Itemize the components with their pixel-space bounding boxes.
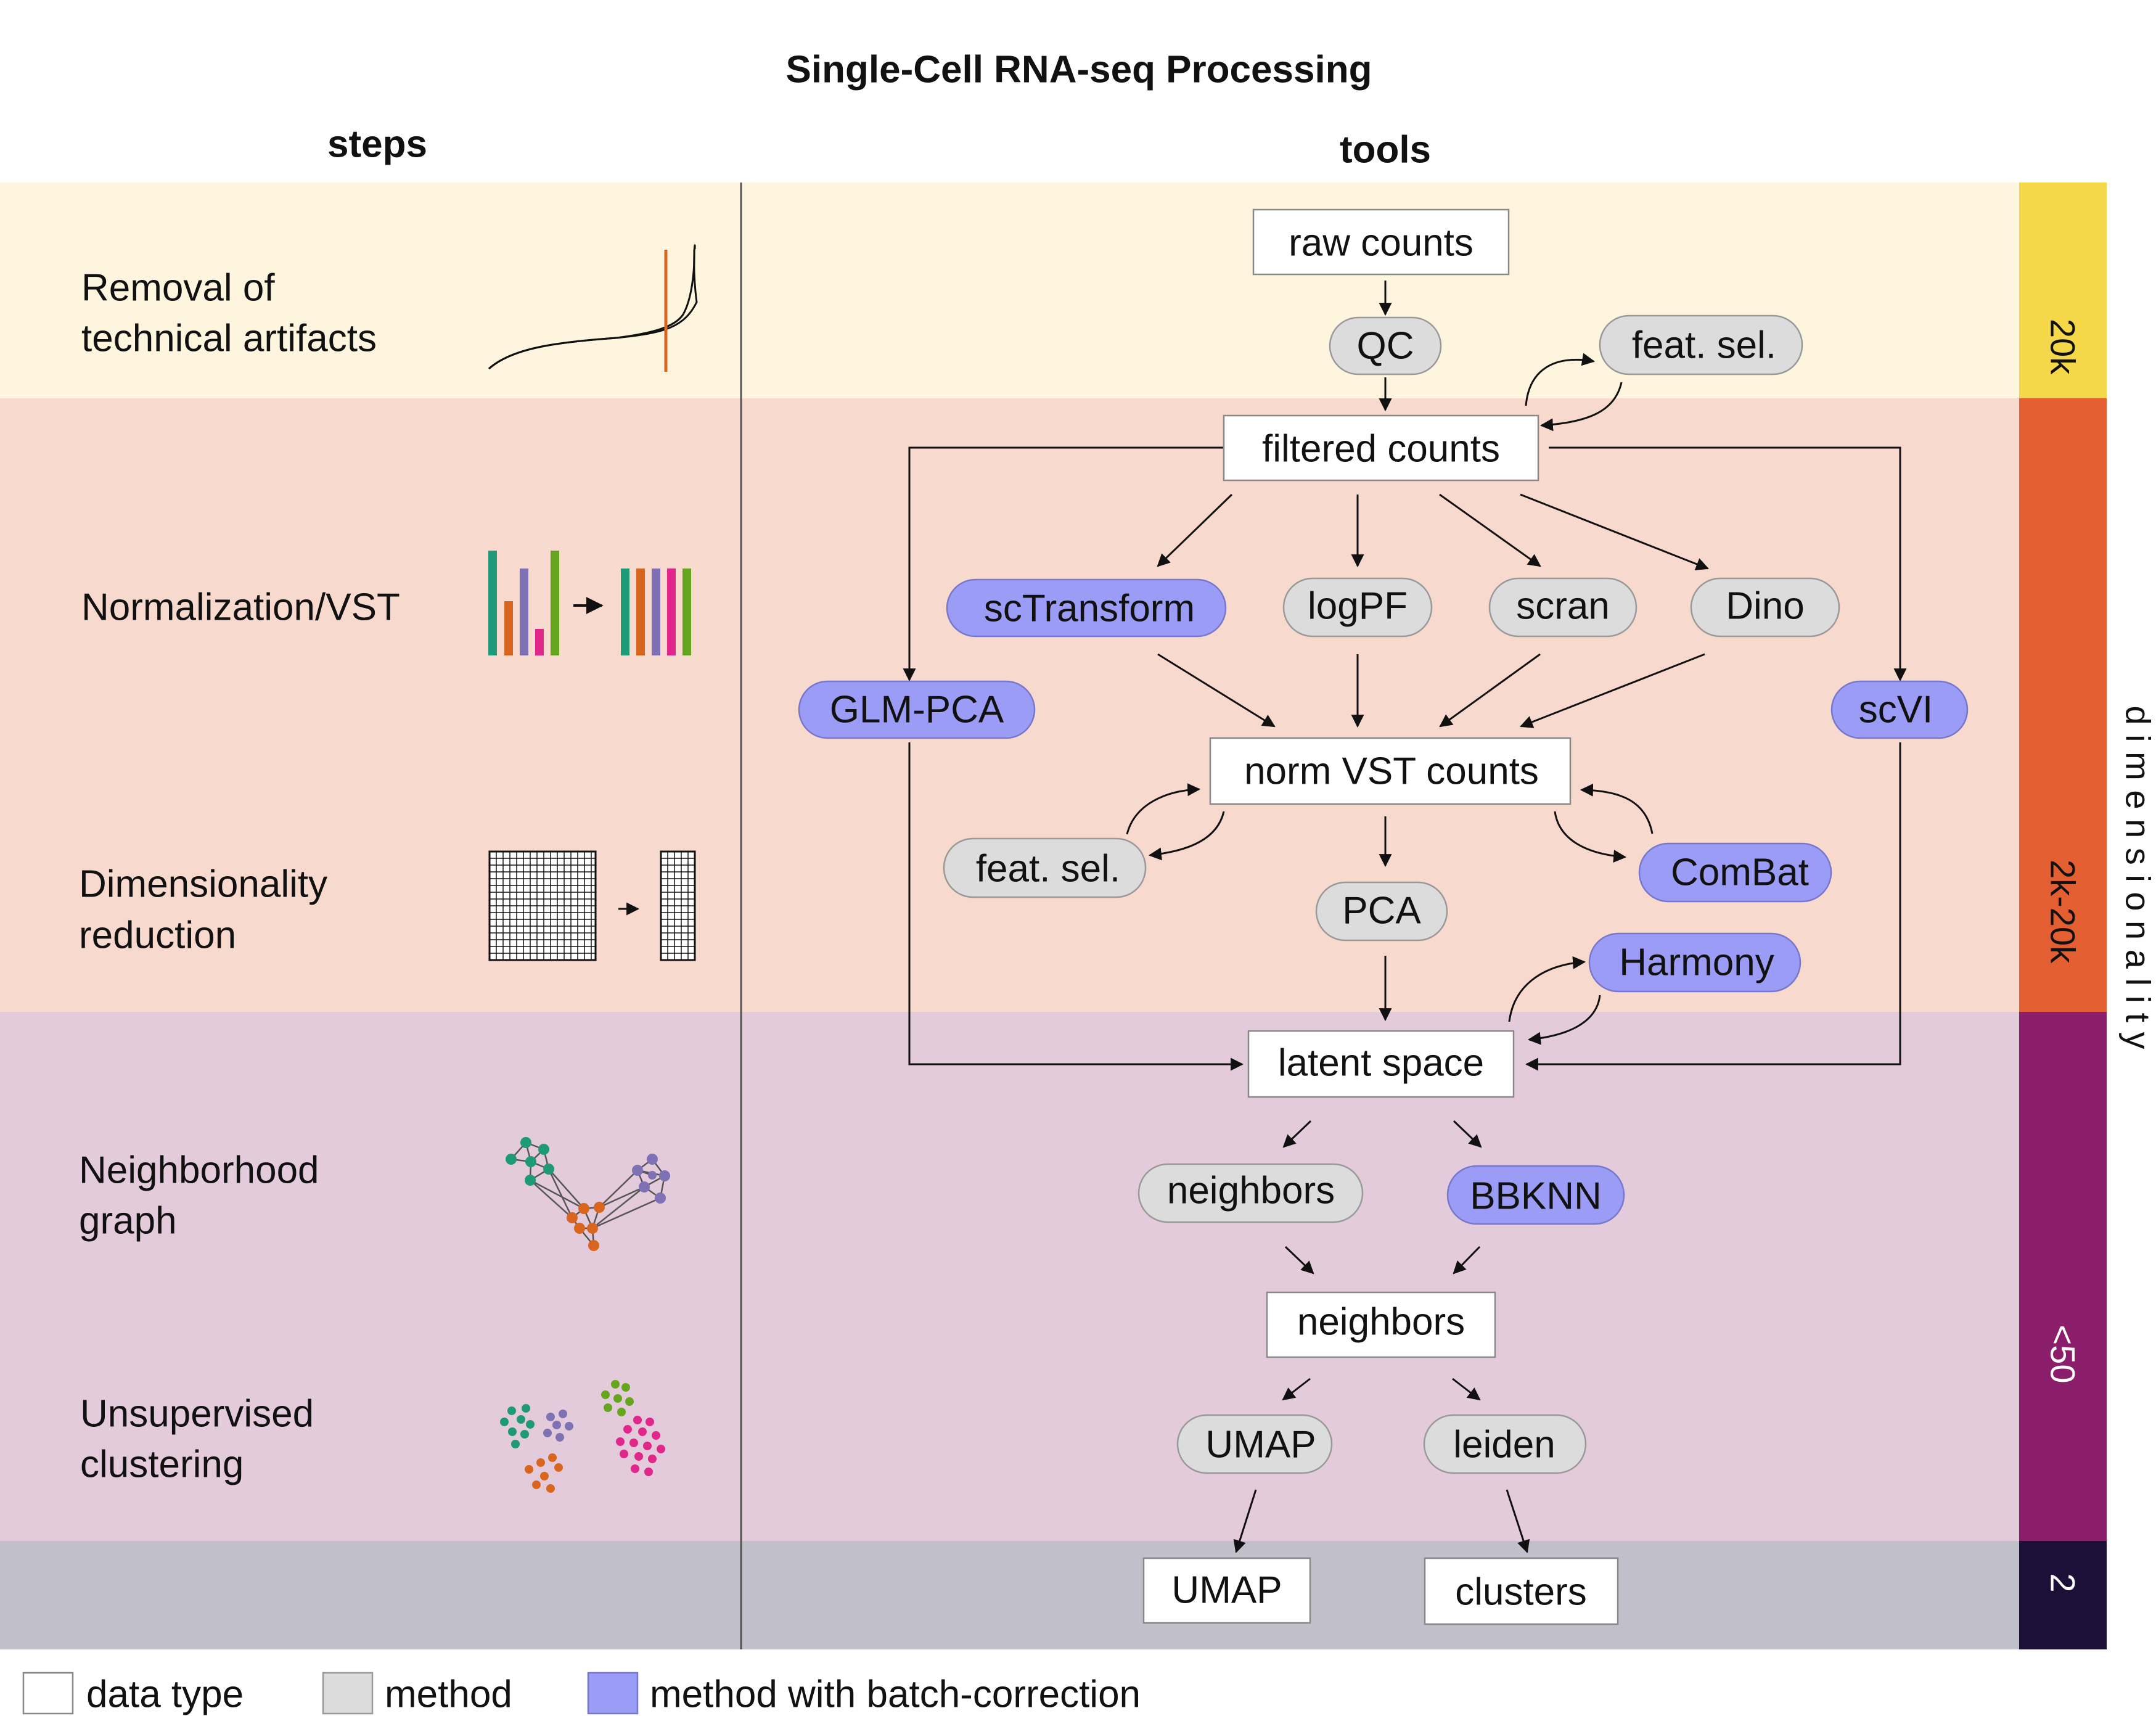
qc-curve-icon [488,244,698,372]
node-combat: ComBat [1638,842,1832,903]
node-filtered-counts-label: filtered counts [1262,428,1500,470]
band-lt50 [0,1012,2019,1541]
steps-header: steps [327,123,427,166]
dim-bar-2k-20k [2019,398,2107,1012]
band-2 [0,1541,2019,1649]
node-feat-sel-2-label: feat. sel. [976,848,1120,890]
dimred-grid-icon [488,850,696,961]
tools-header: tools [1340,129,1431,171]
dim-label-2k-20k: 2k-20k [2044,860,2083,964]
node-filtered-counts: filtered counts [1223,414,1539,482]
node-clusters: clusters [1424,1557,1619,1625]
node-harmony: Harmony [1588,932,1801,993]
neighborhood-graph-icon [506,1137,670,1251]
node-pca-label: PCA [1342,890,1421,932]
node-bbknn-label: BBKNN [1470,1175,1602,1218]
node-logpf: logPF [1282,577,1433,638]
dim-bar-lt50 [2019,1012,2107,1541]
legend-swatch-batch [587,1672,639,1715]
node-pca: PCA [1315,881,1448,942]
step-dimred-line1: Dimensionality [79,863,327,906]
node-neighbors-method: neighbors [1137,1163,1364,1223]
node-neighbors-method-label: neighbors [1167,1170,1335,1212]
node-leiden: leiden [1423,1414,1587,1474]
clustering-dots-icon [500,1380,665,1493]
node-latent-space: latent space [1247,1030,1515,1098]
node-sctransform: scTransform [946,578,1227,638]
node-combat-label: ComBat [1671,852,1809,894]
node-norm-vst-counts-label: norm VST counts [1244,750,1539,793]
dim-label-2: 2 [2044,1573,2083,1592]
node-feat-sel-1-label: feat. sel. [1632,324,1776,367]
node-harmony-label: Harmony [1619,942,1774,984]
flow-arrows [903,281,1907,1554]
legend: data type method method with batch-corre… [22,1672,1141,1716]
step-neighborhood-line2: graph [79,1200,177,1242]
node-feat-sel-2: feat. sel. [943,837,1147,898]
legend-label-batch: method with batch-correction [650,1673,1141,1716]
normalization-bars-icon [488,551,691,655]
legend-label-method: method [385,1673,512,1716]
node-umap-method-label: UMAP [1205,1424,1316,1466]
node-bbknn: BBKNN [1446,1165,1625,1225]
node-norm-vst-counts: norm VST counts [1209,737,1572,805]
node-clusters-label: clusters [1455,1571,1587,1614]
node-neighbors-data: neighbors [1266,1291,1496,1358]
legend-label-data-type: data type [86,1673,244,1716]
dim-label-lt50: <50 [2044,1325,2083,1384]
dim-bar-2 [2019,1541,2107,1649]
legend-swatch-data-type [22,1672,74,1715]
node-umap-data: UMAP [1142,1557,1311,1624]
step-clustering-line1: Unsupervised [80,1393,314,1435]
node-scvi: scVI [1830,680,1969,739]
node-dino: Dino [1690,577,1840,638]
node-scran: scran [1488,577,1637,638]
step-clustering-line2: clustering [80,1443,244,1486]
node-glm-pca: GLM-PCA [798,680,1036,739]
diagram-title: Single-Cell RNA-seq Processing [786,49,1372,91]
node-glm-pca-label: GLM-PCA [830,689,1004,731]
step-removal-line1: Removal of [81,267,275,310]
step-neighborhood-line1: Neighborhood [79,1149,319,1192]
node-leiden-label: leiden [1453,1424,1555,1466]
dim-bar-20k [2019,183,2107,398]
dimensionality-axis-label: d i m e n s i o n a l i t y [2119,705,2156,1049]
dim-label-20k: 20k [2044,319,2083,375]
node-umap-method: UMAP [1176,1414,1333,1474]
node-qc: QC [1329,316,1442,376]
step-normalization: Normalization/VST [81,586,400,629]
node-raw-counts: raw counts [1252,208,1510,276]
node-scran-label: scran [1516,585,1610,628]
node-logpf-label: logPF [1308,585,1408,628]
node-feat-sel-1: feat. sel. [1599,314,1803,376]
node-qc-label: QC [1357,325,1414,367]
legend-swatch-method [322,1672,374,1715]
node-umap-data-label: UMAP [1171,1569,1282,1612]
step-removal-line2: technical artifacts [81,318,377,360]
node-sctransform-label: scTransform [984,588,1195,630]
node-neighbors-data-label: neighbors [1297,1301,1465,1344]
node-latent-space-label: latent space [1278,1042,1484,1085]
step-dimred-line2: reduction [79,914,236,957]
node-raw-counts-label: raw counts [1289,222,1474,265]
node-scvi-label: scVI [1859,689,1933,731]
node-dino-label: Dino [1726,585,1805,628]
